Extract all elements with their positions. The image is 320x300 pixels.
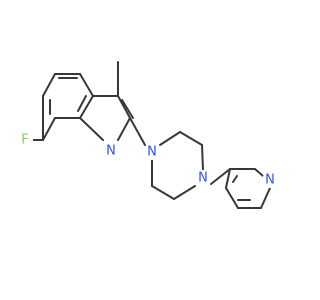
bond-16 bbox=[121, 99, 134, 119]
bond-26 bbox=[254, 168, 264, 177]
bond-11 bbox=[79, 117, 104, 141]
pyridine-nitrogen-atom: N bbox=[262, 172, 278, 188]
piperazine-nitrogen-1-atom: N bbox=[144, 144, 160, 160]
bond-1 bbox=[42, 117, 56, 141]
piperazine-nitrogen-4-label: N bbox=[198, 171, 208, 186]
bond-17 bbox=[129, 117, 146, 146]
bond-14 bbox=[117, 117, 131, 141]
bond-10 bbox=[77, 95, 87, 112]
bond-13 bbox=[117, 95, 131, 119]
bond-32 bbox=[232, 175, 238, 183]
bond-22 bbox=[151, 185, 175, 200]
quinoline-nitrogen-atom: N bbox=[103, 143, 119, 159]
molecule-diagram: F N N N N bbox=[17, 61, 278, 209]
piperazine-nitrogen-1-label: N bbox=[147, 145, 157, 160]
bond-18 bbox=[159, 131, 181, 146]
atom-label-layer: F N N N N bbox=[17, 132, 278, 188]
bond-20 bbox=[201, 144, 204, 171]
fluorine-label: F bbox=[21, 133, 28, 148]
bond-21 bbox=[173, 185, 196, 200]
bond-19 bbox=[179, 131, 203, 146]
bond-layer bbox=[32, 61, 271, 209]
bond-4 bbox=[79, 73, 94, 97]
bond-27 bbox=[260, 187, 271, 209]
bond-3 bbox=[79, 95, 94, 119]
piperazine-nitrogen-4-atom: N bbox=[195, 170, 211, 186]
pyridine-nitrogen-label: N bbox=[265, 173, 275, 188]
bond-24 bbox=[210, 168, 231, 185]
bond-30 bbox=[225, 168, 231, 189]
structure-svg: F N N N N bbox=[17, 61, 278, 209]
quinoline-nitrogen-label: N bbox=[106, 144, 116, 159]
bond-29 bbox=[225, 187, 239, 209]
bond-6 bbox=[42, 73, 56, 97]
fluorine-atom: F bbox=[17, 132, 33, 148]
